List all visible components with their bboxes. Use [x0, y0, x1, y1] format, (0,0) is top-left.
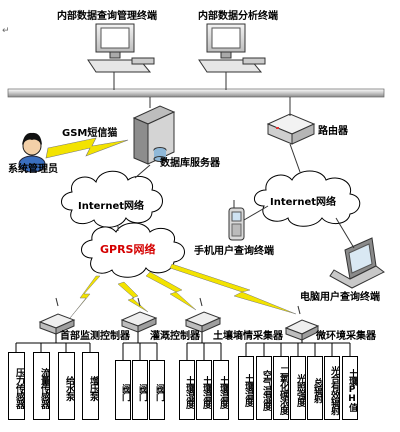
valve-box: 阀门 — [149, 360, 165, 420]
connector-tree-3 — [186, 332, 222, 360]
connector-tree-1 — [15, 334, 91, 352]
valve-box: 阀门 — [115, 360, 131, 420]
wireless-bolt-4 — [169, 263, 297, 315]
router-icon — [266, 113, 316, 145]
network-backbone — [7, 88, 385, 98]
controller-label-4: 微环境采集器 — [316, 331, 376, 342]
soil-sensor-box: 土壤温度 — [213, 360, 229, 420]
env-sensor-box: 土壤PH值 — [342, 356, 358, 420]
env-sensor-box: 空气温湿度 — [256, 356, 272, 420]
gsm-link-bolt — [45, 137, 129, 159]
laptop-icon — [329, 237, 385, 289]
controller-device-icon-1 — [38, 297, 76, 335]
wireless-bolt-3 — [145, 271, 197, 311]
controller-label-3: 土壤墒情采集器 — [213, 331, 283, 342]
paragraph-mark: ↵ — [2, 26, 10, 36]
gprs-cloud — [81, 222, 185, 278]
internal-analysis-terminal-label: 内部数据分析终端 — [198, 11, 278, 22]
system-admin-icon — [18, 132, 46, 173]
sensor-box: 压力传感器 — [8, 352, 25, 420]
controller-label-2: 灌溉控制器 — [150, 331, 200, 342]
internet-right-label: Internet网络 — [270, 197, 337, 208]
env-sensor-box: 总辐射 — [307, 356, 323, 420]
controller-label-1: 首部监测控制器 — [60, 331, 130, 342]
wireless-bolt-2 — [117, 281, 149, 313]
database-server-label: 数据库服务器 — [160, 158, 220, 169]
database-server-icon — [132, 105, 176, 165]
env-sensor-box: 光合有效辐射 — [324, 356, 340, 420]
mobile-user-label: 手机用户查询终端 — [194, 246, 274, 257]
internal-query-terminal-label: 内部数据查询管理终端 — [57, 11, 157, 22]
soil-sensor-box: 土壤温度 — [196, 360, 212, 420]
sensor-box: 增压泵 — [82, 352, 99, 420]
soil-sensor-box: 土壤湿度 — [179, 360, 195, 420]
valve-box: 阀门 — [132, 360, 148, 420]
sensor-box: 流量传感器 — [33, 352, 50, 420]
internet-cloud-right — [254, 170, 361, 227]
router-label: 路由器 — [318, 126, 348, 137]
env-sensor-box: 二氧化碳浓度 — [273, 356, 289, 420]
connector-tree-4 — [245, 340, 351, 356]
wireless-bolt-1 — [69, 275, 101, 319]
controller-device-icon-2 — [120, 297, 158, 333]
internet-cloud-left — [61, 170, 163, 228]
controller-device-icon-4 — [284, 305, 320, 341]
internal-analysis-terminal-icon — [198, 23, 266, 73]
env-sensor-box: 土壤温度 — [238, 356, 254, 420]
sensor-box: 给水泵 — [58, 352, 75, 420]
internet-left-label: Internet网络 — [78, 201, 145, 212]
pc-user-label: 电脑用户查询终端 — [300, 292, 380, 303]
system-admin-label: 系统管理员 — [8, 164, 58, 175]
connector-tree-2 — [122, 332, 158, 360]
env-sensor-box: 光照强度 — [290, 356, 306, 420]
internal-query-terminal-icon — [87, 23, 155, 73]
mobile-phone-icon — [228, 200, 245, 241]
gprs-network-label: GPRS网络 — [100, 243, 156, 256]
gsm-modem-label: GSM短信猫 — [62, 128, 118, 139]
controller-device-icon-3 — [184, 297, 222, 333]
